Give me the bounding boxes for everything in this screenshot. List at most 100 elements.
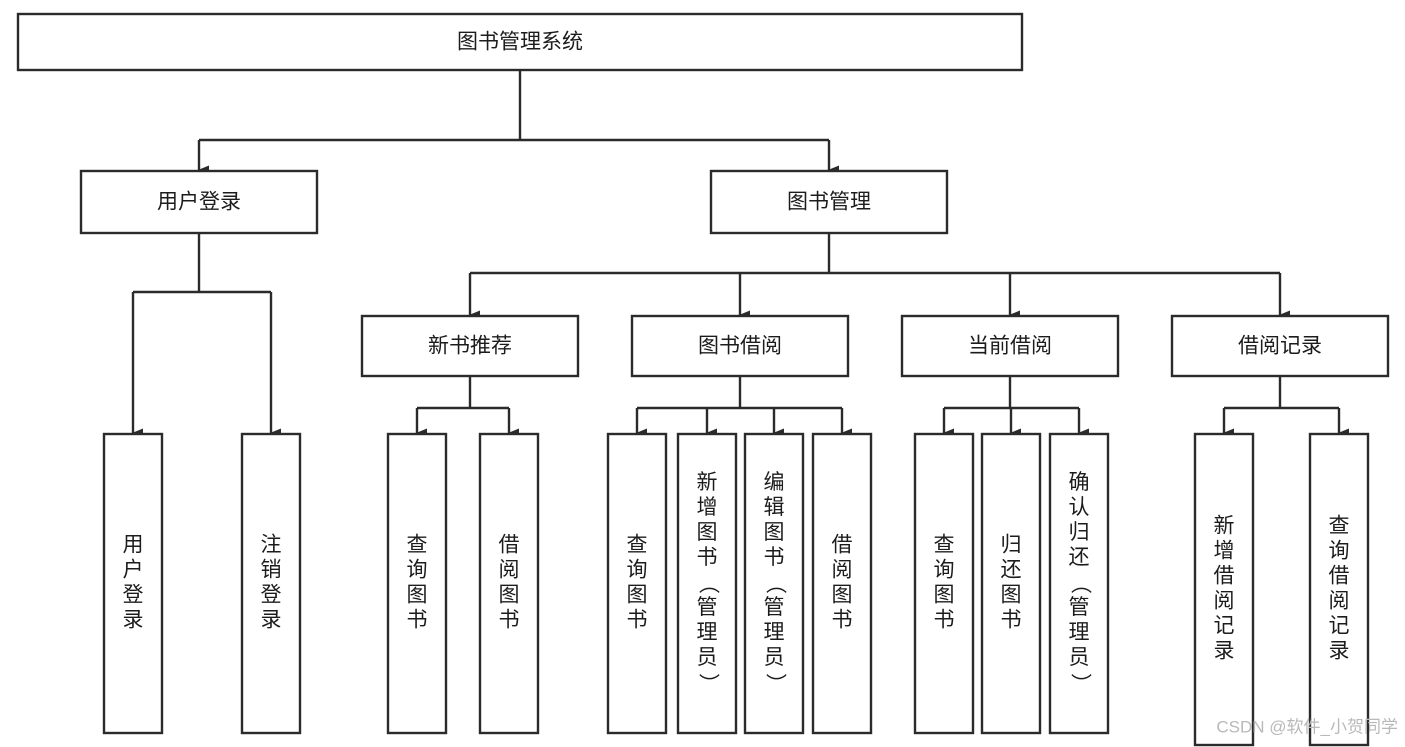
- node-label-root: 图书管理系统: [457, 31, 583, 54]
- edge-group-book-borrow: [635, 376, 852, 438]
- svg-text:书: 书: [499, 609, 520, 632]
- node-book-borrow[interactable]: 图书借阅: [630, 314, 850, 378]
- node-root[interactable]: 图书管理系统: [16, 12, 1024, 72]
- svg-text:借: 借: [1329, 565, 1350, 588]
- svg-text:借: 借: [1214, 565, 1235, 588]
- node-box-current-borrow: [900, 314, 1120, 378]
- node-box-leaf-logout: [240, 432, 302, 735]
- node-box-leaf-query-record: [1308, 432, 1370, 747]
- svg-text:管: 管: [697, 596, 718, 619]
- svg-text:管: 管: [764, 596, 785, 619]
- node-box-leaf-query-book-2: [606, 432, 668, 735]
- node-book-manage[interactable]: 图书管理: [709, 169, 949, 235]
- svg-text:用: 用: [123, 534, 144, 557]
- node-box-leaf-add-record: [1193, 432, 1255, 747]
- svg-text:查: 查: [627, 534, 648, 557]
- svg-text:阅: 阅: [1329, 590, 1350, 613]
- svg-text:销: 销: [261, 559, 282, 582]
- svg-text:书: 书: [407, 609, 428, 632]
- svg-text:员: 员: [1069, 646, 1090, 669]
- svg-text:增: 增: [697, 496, 718, 519]
- svg-text:）: ）: [696, 673, 719, 694]
- svg-text:归: 归: [1001, 534, 1022, 557]
- edge-group-borrow-record: [1222, 376, 1349, 438]
- svg-text:查: 查: [934, 534, 955, 557]
- watermark-text: CSDN @软件_小贺同学: [1216, 717, 1398, 736]
- svg-text:图: 图: [1001, 584, 1022, 607]
- edge-group-root: [197, 70, 839, 175]
- svg-text:辑: 辑: [764, 496, 785, 519]
- svg-text:图: 图: [499, 584, 520, 607]
- svg-text:理: 理: [697, 621, 718, 644]
- svg-text:借: 借: [499, 534, 520, 557]
- node-current-borrow[interactable]: 当前借阅: [900, 314, 1120, 378]
- node-box-user-login: [79, 169, 319, 235]
- svg-text:询: 询: [407, 559, 428, 582]
- svg-text:阅: 阅: [499, 559, 520, 582]
- edge-group-book-manage: [468, 233, 1290, 320]
- svg-text:员: 员: [697, 646, 718, 669]
- svg-text:登: 登: [123, 584, 144, 607]
- svg-text:户: 户: [123, 559, 144, 582]
- svg-text:记: 记: [1214, 615, 1235, 638]
- node-new-book-recommend[interactable]: 新书推荐: [360, 314, 580, 378]
- svg-text:书: 书: [934, 609, 955, 632]
- node-box-leaf-query-book-3: [913, 432, 975, 735]
- svg-text:书: 书: [697, 546, 718, 569]
- svg-text:录: 录: [1214, 640, 1235, 663]
- node-box-new-book-recommend: [360, 314, 580, 378]
- svg-text:理: 理: [1069, 621, 1090, 644]
- node-user-login[interactable]: 用户登录: [79, 169, 319, 235]
- node-box-leaf-borrow-book-1: [478, 432, 540, 735]
- node-box-root: [16, 12, 1024, 72]
- node-box-leaf-borrow-book-2: [811, 432, 873, 735]
- svg-text:记: 记: [1329, 615, 1350, 638]
- svg-text:新: 新: [697, 471, 718, 494]
- svg-text:认: 认: [1069, 496, 1090, 519]
- nodes-layer: 图书管理系统用户登录图书管理新书推荐图书借阅当前借阅借阅记录用户登录注销登录查询…: [16, 12, 1390, 747]
- svg-text:登: 登: [261, 584, 282, 607]
- svg-text:询: 询: [1329, 540, 1350, 563]
- svg-text:借: 借: [832, 534, 853, 557]
- svg-text:注: 注: [261, 534, 282, 557]
- svg-text:图: 图: [627, 584, 648, 607]
- svg-text:新: 新: [1214, 515, 1235, 538]
- edges-layer: [131, 70, 1349, 438]
- svg-text:（: （: [763, 573, 786, 594]
- node-box-book-borrow: [630, 314, 850, 378]
- node-borrow-record[interactable]: 借阅记录: [1170, 314, 1390, 378]
- node-leaf-user-login[interactable]: 用户登录: [102, 432, 164, 735]
- svg-text:确: 确: [1069, 471, 1090, 494]
- svg-text:书: 书: [1001, 609, 1022, 632]
- svg-text:图: 图: [764, 521, 785, 544]
- svg-text:录: 录: [1329, 640, 1350, 663]
- svg-text:理: 理: [764, 621, 785, 644]
- node-box-borrow-record: [1170, 314, 1390, 378]
- node-box-leaf-add-book: [676, 432, 738, 735]
